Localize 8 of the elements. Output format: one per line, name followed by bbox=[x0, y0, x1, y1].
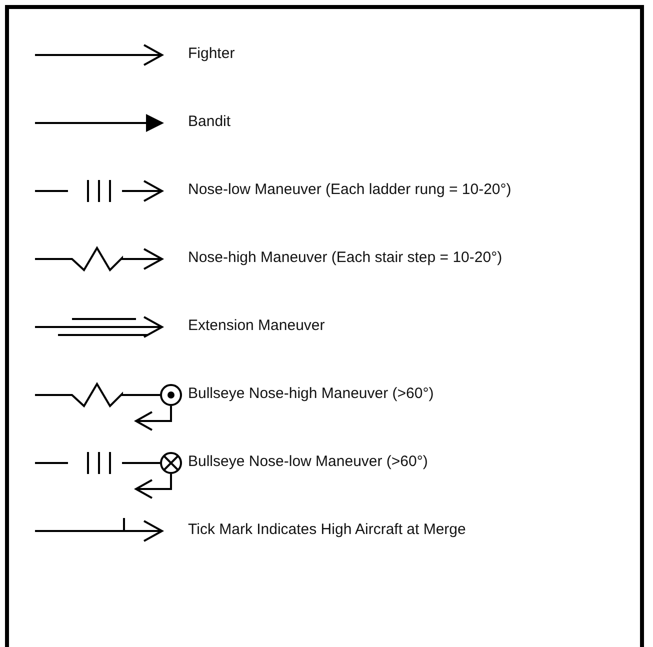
legend-label: Bullseye Nose-high Maneuver (>60°) bbox=[188, 385, 434, 403]
legend-label: Bandit bbox=[188, 113, 231, 131]
legend-label: Tick Mark Indicates High Aircraft at Merge bbox=[188, 521, 466, 539]
legend-label: Bullseye Nose-low Maneuver (>60°) bbox=[188, 453, 428, 471]
legend-label: Nose-high Maneuver (Each stair step = 10-20°) bbox=[188, 249, 502, 267]
legend-label: Fighter bbox=[188, 45, 235, 63]
legend-label: Nose-low Maneuver (Each ladder rung = 10-20°) bbox=[188, 181, 512, 199]
legend-label: Extension Maneuver bbox=[188, 317, 325, 335]
